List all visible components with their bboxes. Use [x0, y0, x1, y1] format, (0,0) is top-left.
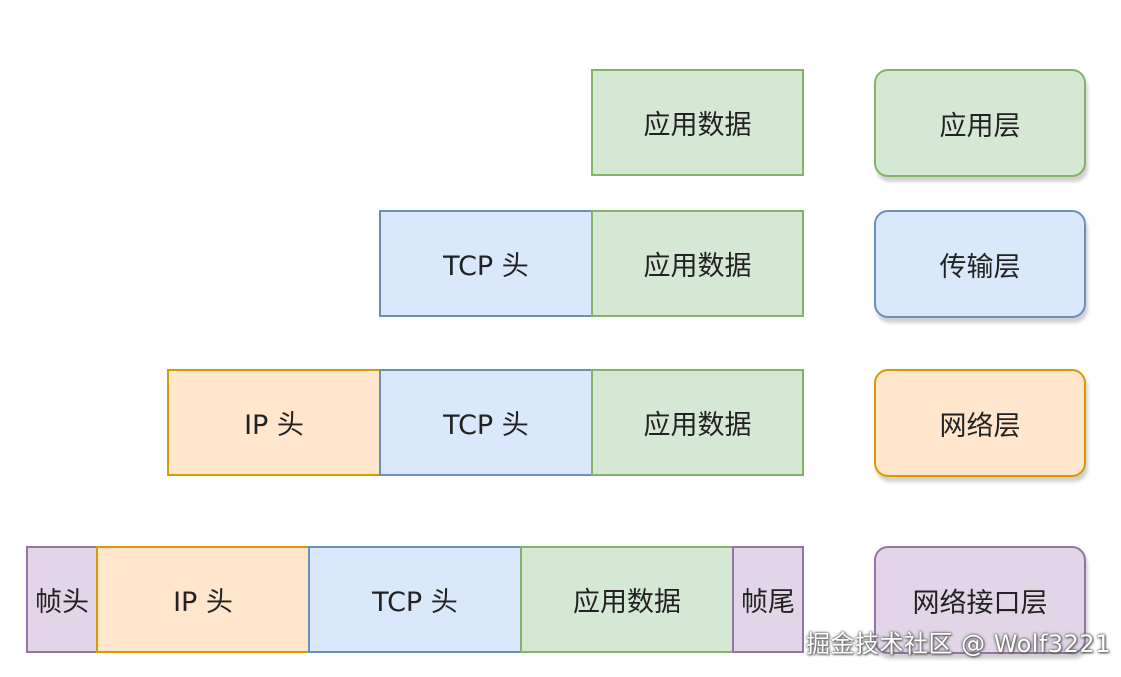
ip-header-segment: IP 头	[167, 369, 381, 476]
frame-trailer-segment: 帧尾	[732, 546, 804, 653]
app-data-segment: 应用数据	[591, 210, 804, 317]
tcp-header-segment: TCP 头	[379, 210, 593, 317]
app-data-segment: 应用数据	[591, 369, 804, 476]
watermark: 掘金技术社区 @ Wolf3221	[806, 630, 1111, 658]
transport-layer-box: 传输层	[874, 210, 1086, 318]
frame-header-segment: 帧头	[26, 546, 98, 653]
network-layer-box: 网络层	[874, 369, 1086, 477]
app-data-segment: 应用数据	[591, 69, 804, 176]
tcp-header-segment: TCP 头	[379, 369, 593, 476]
network-interface-layer-box: 网络接口层	[874, 546, 1086, 654]
tcp-header-segment: TCP 头	[308, 546, 522, 653]
ip-header-segment: IP 头	[96, 546, 310, 653]
application-layer-box: 应用层	[874, 69, 1086, 177]
app-data-segment: 应用数据	[520, 546, 734, 653]
